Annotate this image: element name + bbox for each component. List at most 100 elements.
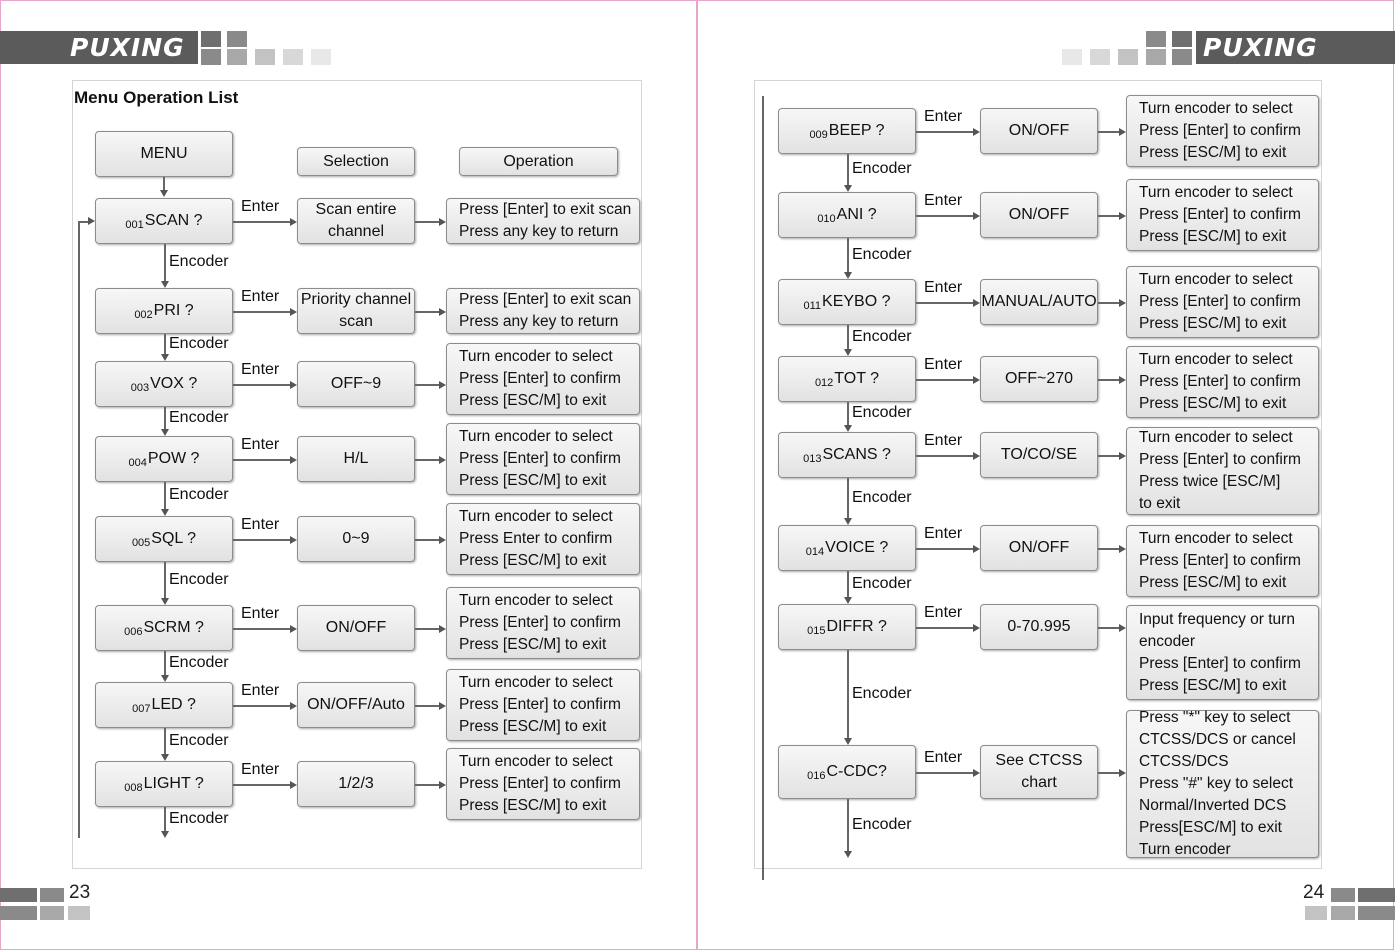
enter-arrow-head (290, 455, 297, 464)
enter-label: Enter (241, 682, 280, 699)
encoder-label: Encoder (852, 245, 912, 263)
enter-arrow-head (973, 127, 980, 136)
menu-item-name: SCRM ? (143, 619, 204, 636)
menu-item-name: VOX ? (150, 375, 198, 392)
header-square (201, 49, 221, 65)
loop-back-line (78, 221, 80, 838)
selection-box: 1/2/3 (297, 761, 415, 807)
selection-box: MANUAL/AUTO (980, 279, 1098, 325)
footer-square (40, 888, 64, 902)
menu-item-name: LED ? (151, 696, 196, 713)
enter-arrow-line (233, 628, 292, 630)
encoder-arrow-head (160, 509, 169, 516)
enter-arrow-head (973, 211, 980, 220)
menu-connector-head (160, 190, 168, 197)
operation-arrow-line (415, 459, 441, 461)
menu-item-name: C-CDC? (826, 763, 887, 780)
enter-label: Enter (924, 604, 963, 621)
encoder-label: Encoder (169, 253, 229, 270)
operation-arrow-line (415, 628, 441, 630)
enter-label: Enter (924, 108, 963, 125)
menu-item-number: 006 (124, 626, 143, 638)
selection-box: TO/CO/SE (980, 432, 1098, 478)
operation-box: Input frequency or turn encoder Press [E… (1126, 605, 1319, 700)
encoder-line (164, 807, 166, 835)
operation-box: Turn encoder to select Press [Enter] to … (1126, 346, 1319, 418)
operation-box: Turn encoder to select Press [Enter] to … (446, 748, 640, 820)
operation-arrow-line (1098, 215, 1121, 217)
menu-box: MENU (95, 131, 233, 177)
enter-arrow-line (233, 311, 292, 313)
right-header-bar (1196, 31, 1395, 64)
menu-item-number: 015 (807, 625, 826, 637)
menu-item-name: BEEP ? (828, 122, 885, 139)
operation-box: Press "*" key to select CTCSS/DCS or can… (1126, 709, 1319, 858)
operation-arrow-line (1098, 131, 1121, 133)
enter-arrow-line (916, 131, 975, 133)
encoder-line (164, 651, 166, 679)
footer-square (1331, 888, 1355, 902)
operation-arrow-line (1098, 627, 1121, 629)
enter-label: Enter (241, 516, 280, 533)
menu-item-number: 008 (124, 782, 143, 794)
selection-box: Priority channel scan (297, 288, 415, 334)
footer-square (1358, 888, 1395, 902)
menu-item-number: 003 (130, 382, 150, 394)
menu-item-number: 007 (132, 703, 151, 715)
operation-arrow-head (1119, 623, 1126, 632)
selection-box: OFF~270 (980, 356, 1098, 402)
selection-box: See CTCSS chart (980, 745, 1098, 799)
header-square (227, 31, 247, 47)
operation-arrow-head (439, 780, 446, 789)
operation-box: Turn encoder to select Press [Enter] to … (1126, 266, 1319, 338)
menu-item-number: 009 (809, 129, 828, 141)
selection-box: ON/OFF/Auto (297, 682, 415, 728)
operation-box: Press [Enter] to exit scan Press any key… (446, 198, 640, 244)
encoder-arrow-head (843, 738, 852, 745)
operation-arrow-head (1119, 544, 1126, 553)
encoder-arrow-head (843, 425, 852, 432)
encoder-line (164, 407, 166, 433)
encoder-line (847, 650, 849, 742)
encoder-line (164, 562, 166, 602)
operation-arrow-line (415, 221, 441, 223)
header-square (1090, 49, 1110, 65)
header-square (1062, 49, 1082, 65)
enter-arrow-line (916, 302, 975, 304)
menu-item-number: 004 (128, 457, 147, 469)
operation-header: Operation (459, 147, 618, 176)
menu-connector (163, 177, 165, 192)
header-square (1172, 49, 1192, 65)
menu-item-number: 014 (805, 546, 825, 558)
encoder-line (164, 334, 166, 358)
operation-box: Turn encoder to select Press [Enter] to … (1126, 179, 1319, 251)
encoder-arrow-head (843, 597, 852, 604)
encoder-arrow-head (160, 754, 169, 761)
operation-arrow-head (1119, 211, 1126, 220)
left-header-bar (0, 31, 198, 64)
menu-item-number: 010 (817, 213, 836, 225)
encoder-line (847, 154, 849, 189)
selection-box: 0-70.995 (980, 604, 1098, 650)
loop-back-head (88, 217, 95, 225)
header-square (1146, 31, 1166, 47)
header-square (283, 49, 303, 65)
enter-label: Enter (924, 192, 963, 209)
enter-label: Enter (241, 436, 280, 453)
encoder-arrow-head (160, 281, 169, 288)
encoder-label: Encoder (169, 408, 229, 426)
encoder-label: Encoder (169, 334, 229, 352)
footer-square (40, 906, 64, 920)
enter-arrow-head (973, 544, 980, 553)
enter-arrow-head (973, 623, 980, 632)
operation-box: Turn encoder to select Press [Enter] to … (446, 587, 640, 659)
enter-arrow-head (290, 380, 297, 389)
encoder-label: Encoder (852, 488, 912, 506)
enter-arrow-line (233, 539, 292, 541)
